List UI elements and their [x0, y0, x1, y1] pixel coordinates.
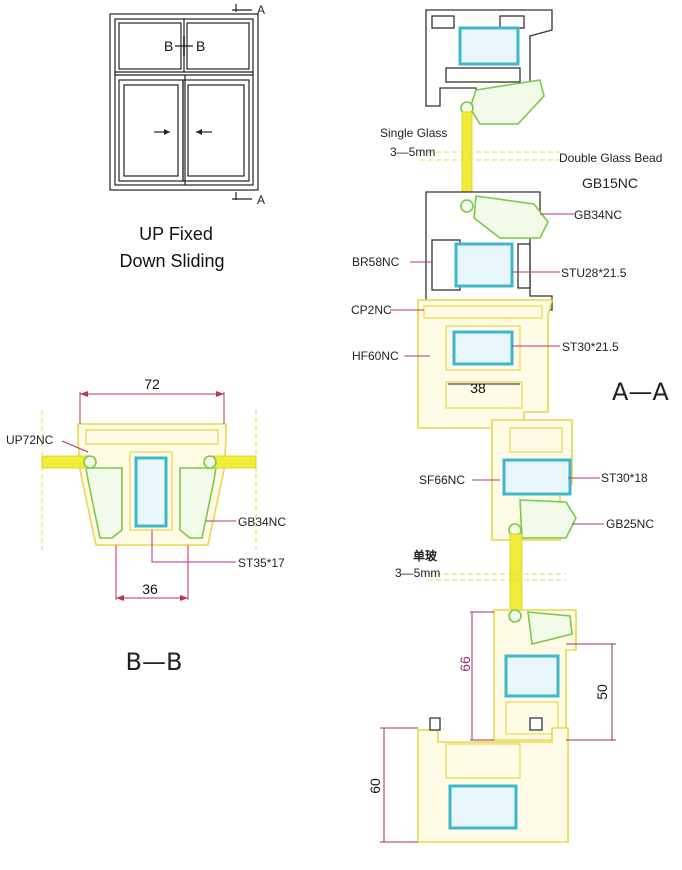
bb-dim36-text: 36	[142, 581, 158, 597]
bb-glass-left	[41, 455, 89, 469]
bb-gasket-right	[203, 455, 217, 469]
aa-dim50-text: 50	[594, 684, 610, 700]
bb-mullion-center-chamber	[129, 451, 173, 531]
aa-label-st30-215: ST30*21.5	[562, 340, 619, 354]
aa-marker-bottom: A	[257, 193, 265, 207]
aa-lower-sash-steel	[504, 654, 560, 698]
aa-transom-glass-bead-gb34	[473, 195, 549, 239]
aa-label-br58nc: BR58NC	[352, 255, 400, 269]
aa-sf66-steel-st30-18	[502, 458, 572, 496]
bb-dim72-arrow-right	[216, 391, 224, 397]
bb-dim72-text: 72	[144, 376, 160, 392]
aa-label-single-glass: Single Glass	[380, 126, 447, 140]
aa-label-cp2nc: CP2NC	[351, 303, 392, 317]
aa-sf66-top-chamber	[509, 427, 563, 453]
bb-gasket-left	[83, 455, 97, 469]
bb-steel-st35	[134, 456, 168, 528]
aa-label-sf66nc: SF66NC	[419, 473, 465, 487]
aa-top-frame-chamber-1	[431, 15, 455, 29]
aa-label-single-glass-thickness: 3—5mm	[390, 145, 435, 159]
aa-hf60-lower-chamber	[445, 381, 523, 409]
aa-track-upper-chamber	[445, 743, 521, 779]
bb-dim36-arrow-left	[116, 595, 124, 601]
bb-label-st35: ST35*17	[238, 556, 285, 570]
aa-hf60-steel-st30	[452, 330, 514, 366]
sliding-sash-right	[182, 79, 250, 182]
aa-cp2-coupler	[423, 305, 543, 319]
aa-top-frame-chamber-2	[499, 15, 525, 29]
bb-label-up72nc: UP72NC	[6, 433, 54, 447]
bb-glass-right	[211, 455, 257, 469]
bb-marker-left: B	[164, 38, 173, 54]
sliding-sash-left	[118, 79, 184, 182]
aa-transom-chamber-2	[517, 243, 531, 289]
aa-label-stu28: STU28*21.5	[561, 266, 627, 280]
bb-marker-right: B	[196, 38, 205, 54]
bb-leader-st35	[151, 530, 236, 563]
aa-lower-gasket	[508, 609, 522, 623]
aa-hf60-chamber	[445, 325, 521, 371]
sliding-sash-left-glass	[123, 84, 179, 177]
aa-dim66-text: 66	[457, 656, 473, 672]
aa-label-single-glass-cn: 单玻	[413, 548, 438, 563]
bb-glass-bead-left	[85, 467, 123, 539]
bb-dim36-arrow-right	[180, 595, 188, 601]
section-bb: 72 36 UP72NC GB34NC ST35*17 B—B	[6, 376, 286, 676]
elevation-outer-frame	[109, 13, 259, 191]
aa-track-seal-right	[529, 717, 543, 731]
aa-dim38-text: 38	[470, 380, 486, 396]
aa-top-steel	[458, 26, 520, 66]
aa-label-single-glass-cn-thickness: 3—5mm	[395, 566, 440, 580]
aa-label-gb25nc: GB25NC	[606, 517, 654, 531]
aa-label-gb15nc: GB15NC	[582, 175, 638, 191]
aa-track-seal-left	[429, 717, 441, 731]
aa-lower-glass-bead	[527, 611, 573, 645]
window-elevation: B B A A UP Fixed Down Sliding	[109, 3, 265, 271]
aa-marker-top: A	[257, 3, 265, 17]
sliding-sash-right-glass	[187, 84, 245, 177]
bb-section-title: B—B	[126, 648, 183, 676]
aa-transom-steel-stu28	[454, 242, 514, 288]
slide-arrow-left-icon	[164, 129, 170, 135]
aa-gb25-glass-bead	[519, 499, 577, 539]
aa-label-hf60nc: HF60NC	[352, 349, 399, 363]
caption-down-sliding: Down Sliding	[119, 251, 224, 271]
caption-up-fixed: UP Fixed	[139, 224, 213, 244]
aa-top-frame-chamber-3	[445, 67, 521, 83]
bb-leader-up72nc	[61, 440, 89, 453]
bb-label-gb34nc: GB34NC	[238, 515, 286, 529]
section-aa: Single Glass 3—5mm Double Glass Bead GB1…	[351, 9, 669, 843]
aa-label-gb34nc: GB34NC	[574, 208, 622, 222]
bb-dim72-arrow-left	[80, 391, 88, 397]
aa-label-st30-18: ST30*18	[601, 471, 648, 485]
aa-label-double-glass-bead: Double Glass Bead	[559, 151, 662, 165]
bb-mullion-top-chamber	[85, 429, 219, 445]
aa-section-title: A—A	[612, 378, 669, 406]
slide-arrow-right-icon	[196, 129, 202, 135]
aa-lower-sash-chamber	[505, 701, 559, 735]
aa-transom-gasket	[460, 199, 474, 213]
aa-track-steel	[448, 784, 518, 830]
aa-dim60-text: 60	[367, 778, 383, 794]
